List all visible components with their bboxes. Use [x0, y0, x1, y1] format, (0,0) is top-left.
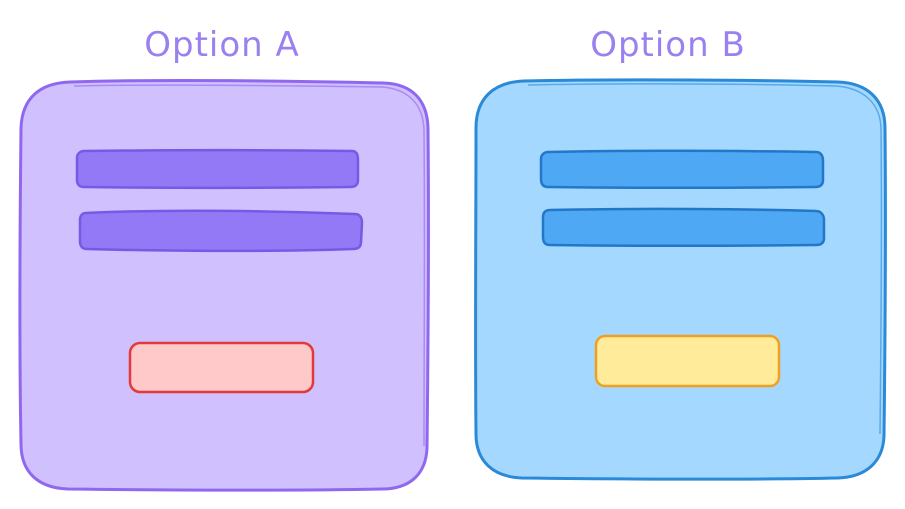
option-b-card-sketch-line [527, 83, 883, 435]
option-a-card-group [18, 78, 430, 492]
option-b-button[interactable] [594, 334, 781, 388]
option-a-title: Option A [144, 25, 300, 65]
option-a-text-bar-1 [75, 149, 360, 189]
option-b-text-bar-1 [539, 149, 825, 189]
option-a-card-sketch-line [73, 84, 426, 447]
option-b-card-group [474, 78, 887, 481]
option-b-text-bar-2 [541, 207, 826, 247]
option-a-text-bar-2 [78, 209, 364, 253]
option-a-button[interactable] [128, 341, 315, 394]
option-a-card [18, 78, 430, 492]
option-b-title: Option B [590, 25, 746, 65]
option-b-card [474, 78, 887, 481]
